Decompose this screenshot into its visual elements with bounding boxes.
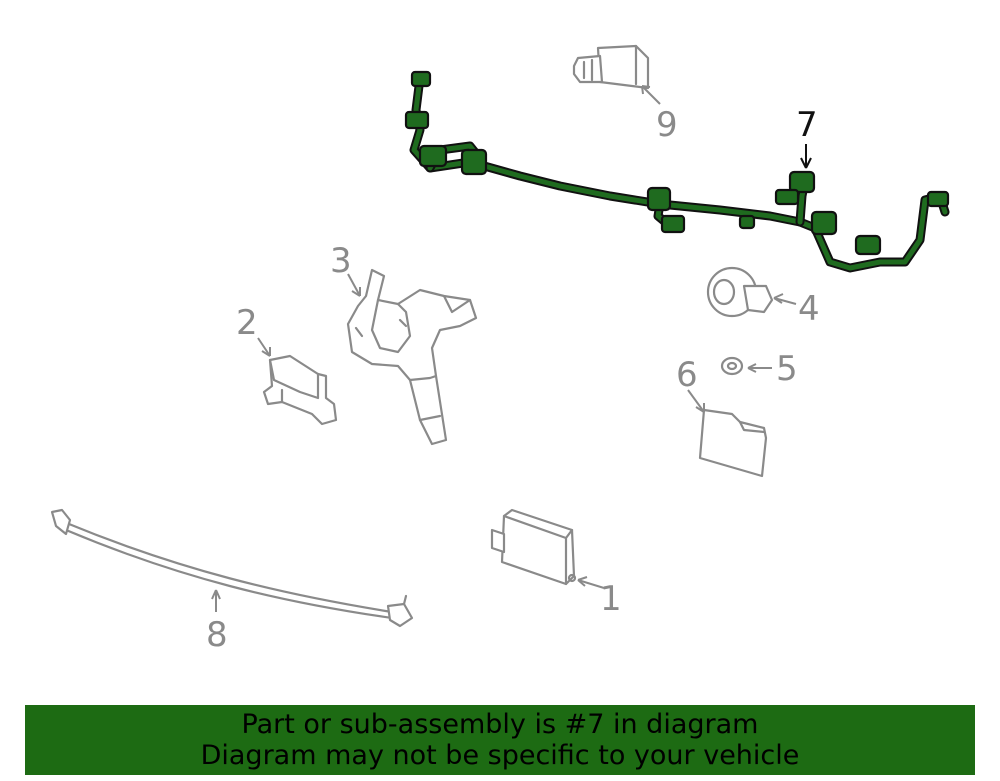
callout-8: 8 — [206, 615, 228, 655]
part-4-grommet[interactable] — [706, 266, 774, 318]
part-8-cable[interactable] — [50, 508, 414, 628]
part-5-washer[interactable] — [720, 356, 744, 376]
notice-banner: Part or sub-assembly is #7 in diagram Di… — [25, 705, 975, 775]
part-6-plate[interactable] — [698, 408, 768, 478]
part-7-wiring-harness[interactable] — [404, 70, 950, 273]
callout-9: 9 — [656, 105, 678, 145]
callout-1: 1 — [600, 579, 622, 619]
notice-line-1: Part or sub-assembly is #7 in diagram — [241, 709, 759, 740]
notice-line-2: Diagram may not be specific to your vehi… — [200, 740, 800, 771]
callout-5: 5 — [776, 349, 798, 389]
parts-diagram: 9 7 3 — [50, 44, 950, 655]
callout-2: 2 — [236, 303, 258, 343]
part-3-bracket[interactable] — [346, 268, 478, 446]
callout-6: 6 — [676, 355, 698, 395]
callout-7: 7 — [796, 105, 818, 145]
part-1-control-module[interactable] — [490, 508, 577, 586]
part-2-module[interactable] — [262, 354, 338, 426]
part-9-sensor[interactable] — [572, 44, 650, 90]
callout-4: 4 — [798, 289, 820, 329]
callout-3: 3 — [330, 241, 352, 281]
